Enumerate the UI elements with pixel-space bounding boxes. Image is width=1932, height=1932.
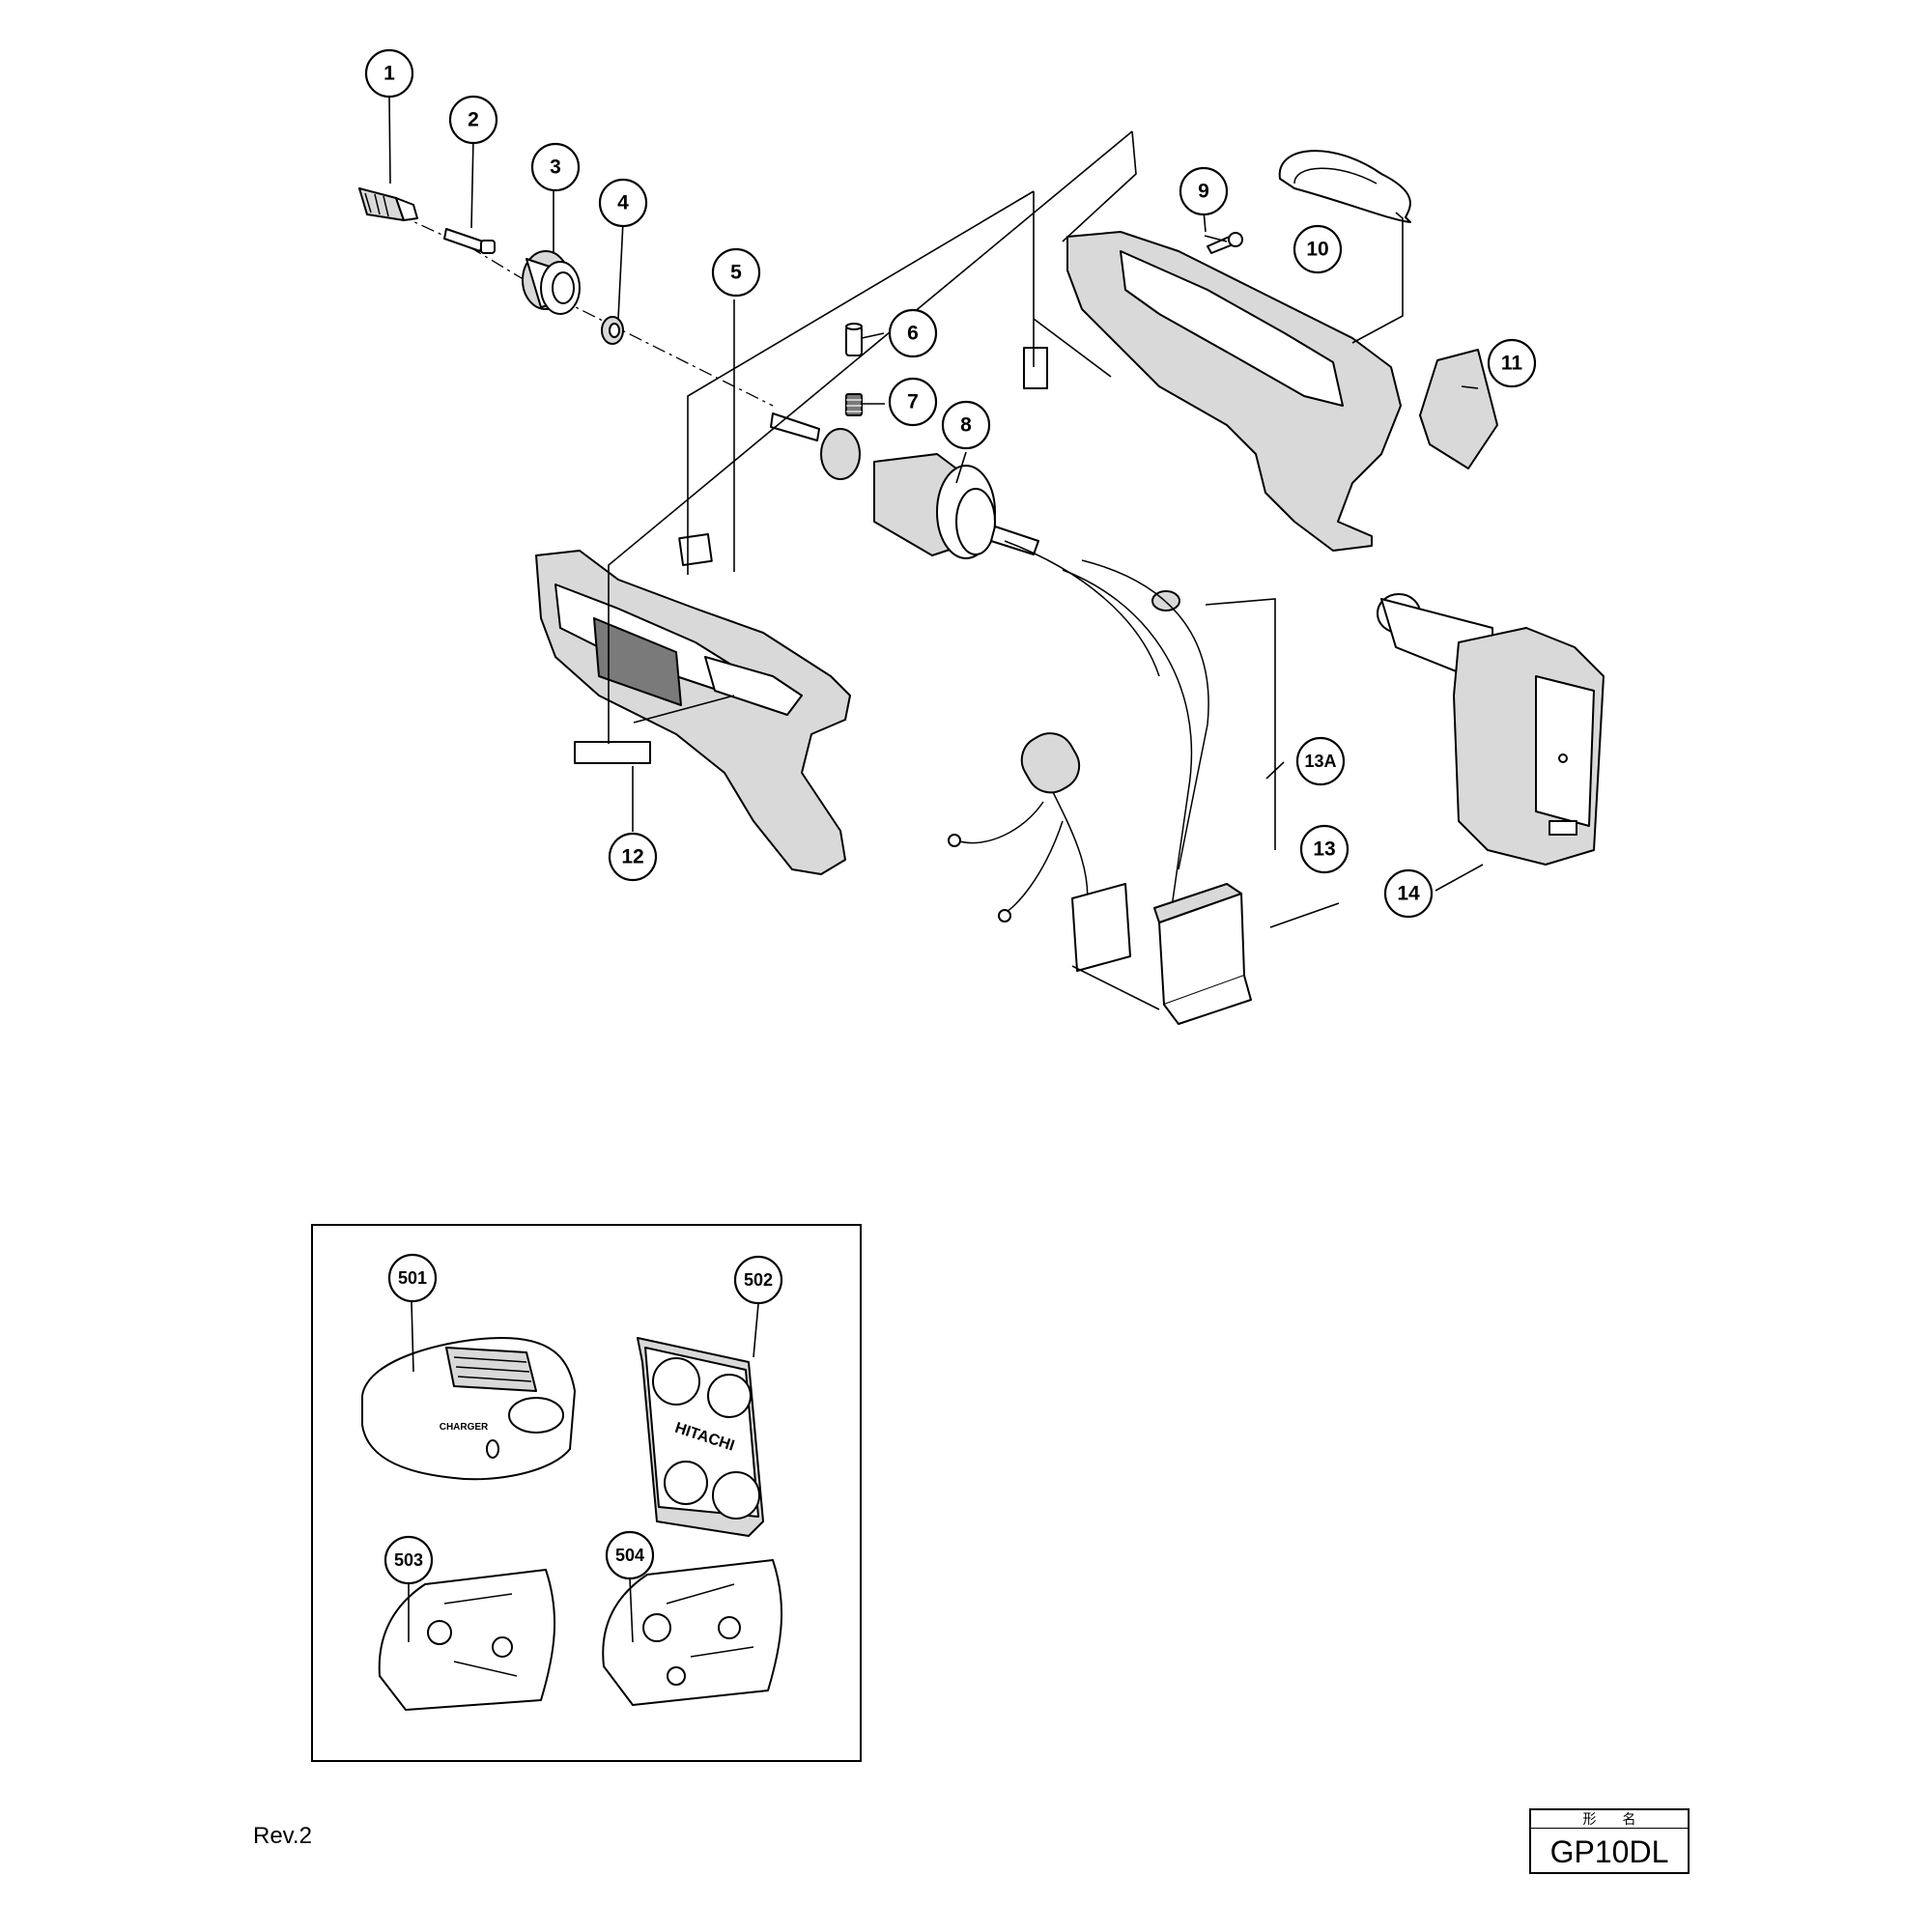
svg-text:11: 11: [1501, 353, 1523, 375]
part-14-battery: [1377, 593, 1605, 866]
assembly-axis-line: [397, 213, 774, 407]
svg-text:10: 10: [1306, 239, 1328, 261]
part-503-instruction-manual: [378, 1569, 556, 1711]
part-501-charger: CHARGER: [361, 1337, 576, 1481]
svg-text:501: 501: [398, 1268, 427, 1288]
callout-503: 503: [384, 1535, 434, 1585]
callout-4: 4: [598, 178, 648, 228]
part-3-nose-cap: [522, 250, 581, 315]
svg-text:504: 504: [615, 1546, 644, 1565]
callout-12: 12: [608, 832, 658, 882]
callout-2: 2: [448, 95, 498, 145]
svg-text:4: 4: [617, 192, 629, 214]
part-11-plate: [1419, 349, 1498, 469]
callout-14: 14: [1383, 868, 1434, 919]
part-4-washer: [601, 316, 624, 345]
part-housing-right: [1023, 231, 1402, 552]
part-1-collet-nut: [358, 187, 418, 221]
svg-text:502: 502: [744, 1270, 773, 1290]
callout-13a: 13A: [1295, 736, 1346, 786]
callout-8: 8: [941, 400, 991, 450]
callout-7: 7: [888, 377, 938, 427]
accessories-frame: [311, 1224, 862, 1762]
model-name: GP10DL: [1549, 1833, 1669, 1869]
callout-13: 13: [1299, 824, 1350, 874]
svg-text:CHARGER: CHARGER: [440, 1422, 489, 1433]
part-8-motor-assembly: [770, 412, 1160, 677]
svg-text:6: 6: [907, 323, 919, 345]
part-502-carrying-case: HITACHI: [637, 1337, 764, 1537]
callout-5: 5: [711, 247, 761, 298]
callout-1: 1: [364, 48, 414, 99]
callout-502: 502: [733, 1255, 783, 1305]
part-2-collet: [443, 228, 496, 254]
part-9-screw: [1207, 232, 1243, 254]
svg-text:1: 1: [384, 63, 395, 85]
callout-504: 504: [605, 1530, 655, 1580]
model-header-char-1: 形: [1582, 1812, 1597, 1828]
callout-501: 501: [387, 1253, 438, 1303]
model-title-block: 形 名 GP10DL: [1529, 1808, 1690, 1874]
part-13a-wiring: [948, 559, 1209, 928]
svg-text:503: 503: [394, 1550, 423, 1570]
callout-3: 3: [530, 142, 581, 192]
svg-text:7: 7: [907, 391, 919, 413]
callout-9: 9: [1179, 166, 1229, 216]
svg-text:13: 13: [1313, 838, 1335, 861]
part-7-spring: [845, 393, 863, 416]
svg-text:14: 14: [1397, 883, 1420, 905]
svg-text:8: 8: [960, 414, 972, 437]
model-header: 形 名: [1531, 1810, 1688, 1829]
svg-text:9: 9: [1198, 181, 1209, 203]
model-header-char-2: 名: [1622, 1812, 1636, 1828]
svg-text:2: 2: [468, 109, 479, 131]
part-504-instruction-manual: [602, 1559, 783, 1706]
callout-6: 6: [888, 308, 938, 358]
callout-11: 11: [1487, 338, 1537, 388]
part-5-housing-left: [535, 533, 851, 875]
callout-10: 10: [1293, 224, 1343, 274]
svg-text:3: 3: [550, 156, 561, 179]
svg-text:5: 5: [730, 262, 742, 284]
part-13-switch: [1071, 883, 1252, 1025]
revision-label: Rev.2: [253, 1823, 312, 1849]
svg-text:13A: 13A: [1304, 752, 1336, 771]
part-10-hanger: [1278, 150, 1411, 223]
part-6-lock-pin: [845, 323, 863, 356]
svg-text:12: 12: [621, 846, 643, 868]
